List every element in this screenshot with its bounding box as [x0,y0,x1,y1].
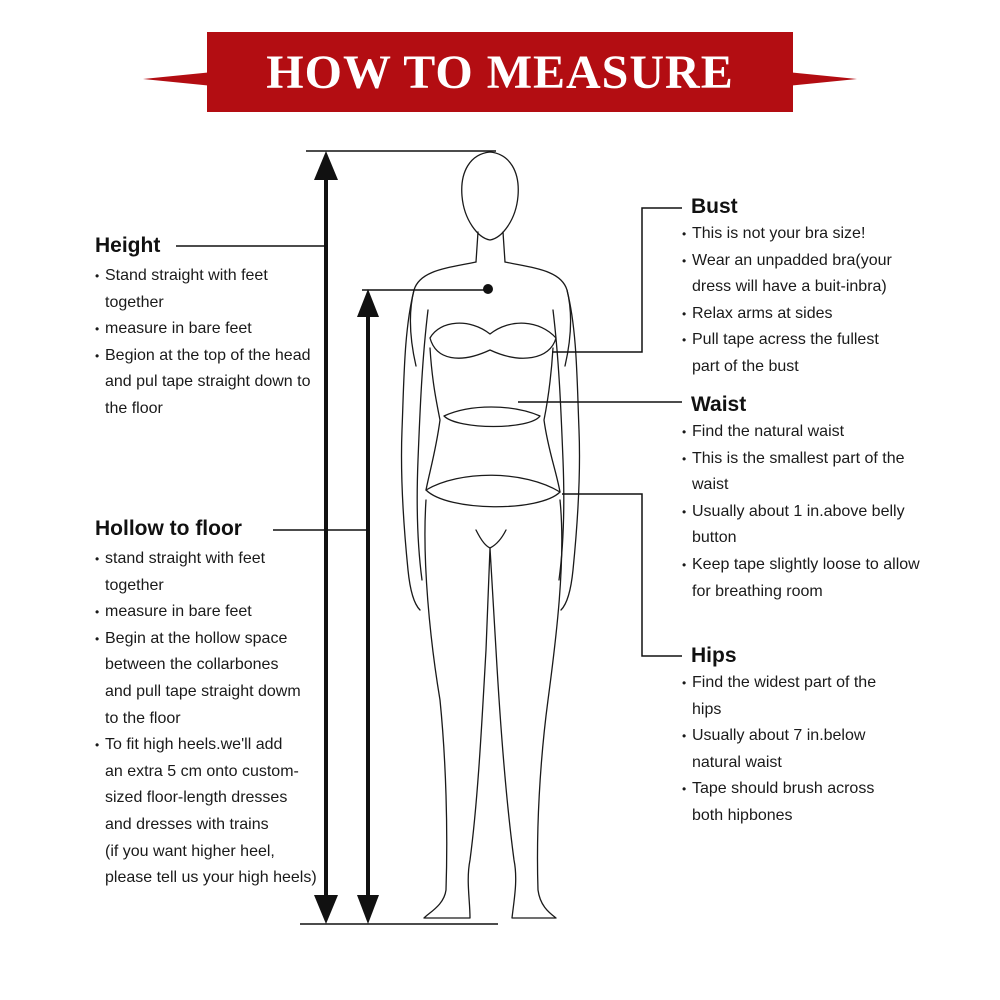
hollow-to-floor-section: Hollow to floor stand straight with feet… [95,516,317,892]
figure-waist [443,406,541,428]
hollow-bullet: stand straight with feet together [95,546,317,599]
bust-leader-line [552,207,682,353]
height-section: Height Stand straight with feet together… [95,233,311,423]
hips-leader-line [562,493,682,657]
waist-bullet: This is the smallest part of the waist [682,446,920,499]
bust-bullet: Pull tape acress the fullest part of the… [682,327,892,380]
waist-bullet: Usually about 1 in.above belly button [682,499,920,552]
figure-left-arm [400,289,429,611]
hollow-point-marker [483,284,493,294]
figure-hips [425,474,561,508]
bust-section: Bust This is not your bra size! Wear an … [682,194,892,381]
hips-section: Hips Find the widest part of the hips Us… [682,643,876,830]
height-bullet: Stand straight with feet together [95,263,311,316]
figure-torso [409,261,572,493]
hollow-bullet: measure in bare feet [95,599,317,626]
bust-bullet: Relax arms at sides [682,301,892,328]
waist-section: Waist Find the natural waist This is the… [682,392,920,605]
banner-right-ribbon [787,72,857,86]
waist-bullet: Keep tape slightly loose to allow for br… [682,552,920,605]
waist-bullet: Find the natural waist [682,419,920,446]
hollow-to-floor-heading: Hollow to floor [95,517,242,540]
figure-right-arm [552,289,581,611]
hollow-bullet: To fit high heels.we'll add an extra 5 c… [95,732,317,892]
height-heading: Height [95,234,161,257]
title-banner: HOW TO MEASURE [207,32,793,112]
figure-legs [423,499,563,919]
figure-head [461,151,519,241]
waist-heading: Waist [691,393,747,416]
hips-bullet: Usually about 7 in.below natural waist [682,723,876,776]
bust-bullet: Wear an unpadded bra(your dress will hav… [682,248,892,301]
height-arrow [314,151,338,924]
hips-heading: Hips [691,644,737,667]
page-title: HOW TO MEASURE [266,45,734,99]
height-bullet: measure in bare feet [95,316,311,343]
figure-neck [475,231,506,263]
banner-left-ribbon [143,72,213,86]
hollow-to-floor-arrow [357,289,379,924]
hips-bullet: Find the widest part of the hips [682,670,876,723]
figure-bust [429,322,557,359]
bust-heading: Bust [691,195,738,218]
bust-bullet: This is not your bra size! [682,221,892,248]
height-bullet: Begion at the top of the head and pul ta… [95,343,311,423]
figure-crotch [475,529,507,549]
hips-bullet: Tape should brush across both hipbones [682,776,876,829]
hollow-bullet: Begin at the hollow space between the co… [95,626,317,732]
